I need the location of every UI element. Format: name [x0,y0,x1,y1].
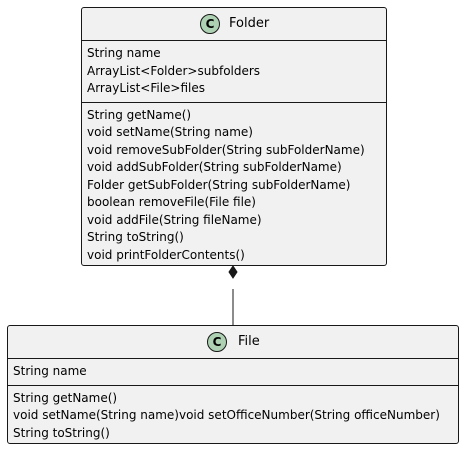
class-file-name: File [238,334,260,349]
class-file-fields: String name [8,359,458,385]
method-row: void addSubFolder(String subFolderName) [87,160,342,174]
method-row: String getName() [13,390,118,405]
method-row: String getName() [87,107,192,122]
class-folder[interactable]: C Folder String name ArrayList<Folder>su… [81,7,387,266]
method-row: void setName(String name)void setOfficeN… [13,408,440,422]
class-file[interactable]: C File String name String getName() void… [7,325,459,444]
class-badge-icon: C [207,332,227,352]
field-row: ArrayList<Folder>subfolders [87,63,261,78]
field-row: ArrayList<File>files [87,81,206,95]
class-folder-name: Folder [229,16,270,31]
method-row: String toString() [13,425,110,440]
method-row: String toString() [87,230,184,244]
class-folder-fields: String name ArrayList<Folder>subfolders … [82,41,386,102]
method-row: void removeSubFolder(String subFolderNam… [87,142,365,157]
method-row: void printFolderContents() [87,247,245,262]
field-row: String name [13,364,87,378]
class-file-methods: String getName() void setName(String nam… [8,384,458,447]
method-row: void addFile(String fileName) [87,212,262,227]
method-row: boolean removeFile(File file) [87,195,256,209]
class-file-header: C File [8,326,458,359]
composition-diamond [228,265,238,279]
class-folder-header: C Folder [82,8,386,41]
method-row: Folder getSubFolder(String subFolderName… [87,177,351,192]
field-row: String name [87,46,161,60]
class-badge-icon: C [200,14,220,34]
method-row: void setName(String name) [87,125,253,139]
class-folder-methods: String getName() void setName(String nam… [82,101,386,269]
